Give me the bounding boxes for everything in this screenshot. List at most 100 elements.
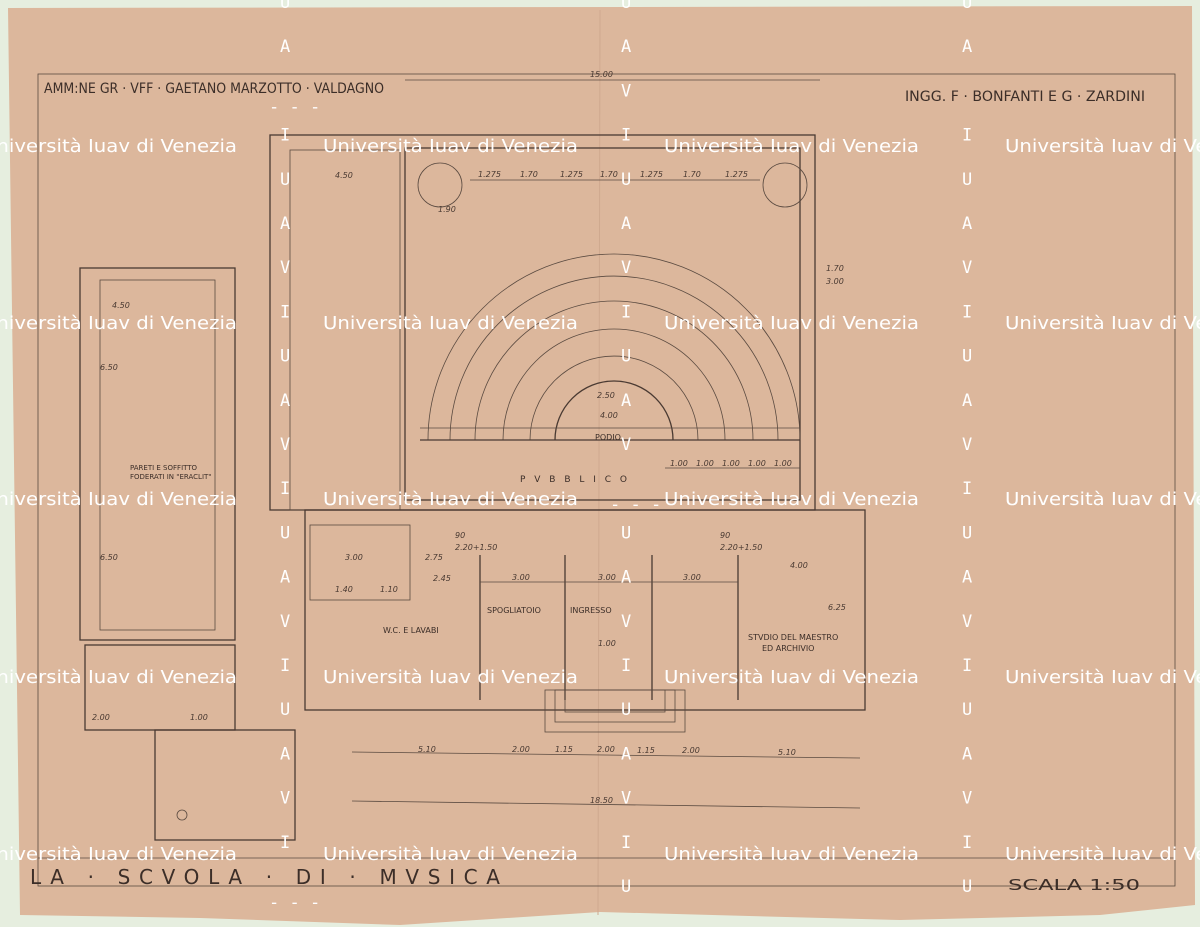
watermark-text: Università Iuav di Venezia: [664, 489, 919, 510]
watermark-letter: U: [962, 347, 972, 367]
watermark-letter: U: [280, 523, 290, 543]
watermark-letter: V: [962, 789, 972, 809]
watermark-letter: A: [962, 37, 972, 57]
watermark-text: Università Iuav di Venezia: [0, 844, 237, 865]
watermark-letter: U: [962, 700, 972, 720]
svg-text:1.275: 1.275: [560, 170, 583, 179]
room-label-public: P V B B L I C O: [520, 475, 630, 485]
dim-podium-width: 4.00: [600, 411, 618, 420]
watermark-letter: A: [280, 391, 290, 411]
corner-niche-left: [417, 162, 463, 208]
watermark-letter: U: [621, 0, 631, 13]
watermark-letter: A: [621, 391, 631, 411]
svg-text:1.70: 1.70: [826, 264, 844, 273]
seating-arcs: [420, 253, 801, 441]
dim-door-a-right: 90: [720, 531, 730, 540]
dim-lower-left-b: 1.00: [190, 713, 208, 722]
watermark-letter: U: [962, 523, 972, 543]
svg-text:1.70: 1.70: [683, 170, 701, 179]
watermark-text: Università Iuav di Venezia: [323, 136, 578, 157]
watermark-letter: A: [962, 744, 972, 764]
watermark-letter: A: [280, 214, 290, 234]
watermark-letter: A: [621, 744, 631, 764]
lower-wing: [304, 509, 866, 711]
watermark-letter: V: [962, 435, 972, 455]
svg-text:18.50: 18.50: [590, 796, 613, 805]
dim-wing-h2: 6.50: [100, 553, 118, 562]
dim-room-w2: 3.00: [512, 573, 530, 582]
svg-text:1.275: 1.275: [640, 170, 663, 179]
dim-podium-radius: 2.50: [597, 391, 615, 400]
watermark-letter: A: [280, 744, 290, 764]
watermark-letter: I: [621, 833, 631, 853]
watermark-text: Università Iuav di Venezia: [1005, 489, 1200, 510]
watermark-letter: V: [621, 258, 631, 278]
watermark-dash: - - -: [269, 97, 320, 117]
watermark-letter: V: [280, 789, 290, 809]
dim-room-w5: 4.00: [790, 561, 808, 570]
watermark-letter: V: [280, 258, 290, 278]
left-wing: [79, 267, 236, 641]
drain-icon: [176, 809, 188, 821]
watermark-letter: I: [280, 126, 290, 146]
watermark-letter: U: [621, 700, 631, 720]
watermark-letter: I: [280, 302, 290, 322]
watermark-letter: I: [280, 833, 290, 853]
auditorium-hall: [404, 147, 801, 501]
client-title: AMM:NE GR · VFF · GAETANO MARZOTTO · VAL…: [44, 81, 384, 97]
watermark-letter: V: [962, 258, 972, 278]
frame-border: [37, 73, 1176, 887]
watermark-letter: A: [962, 568, 972, 588]
dim-stair-b: 1.10: [380, 585, 398, 594]
left-wing-room: [99, 279, 216, 631]
walls-note-line2: FODERATI IN "ERACLIT": [130, 473, 212, 481]
watermark-letter: V: [621, 612, 631, 632]
watermark-letter: A: [280, 37, 290, 57]
watermark-letter: I: [962, 656, 972, 676]
dim-hall-offset: 1.90: [438, 205, 456, 214]
svg-text:1.70: 1.70: [520, 170, 538, 179]
dim-room-w3: 3.00: [598, 573, 616, 582]
dim-stair-c: 3.00: [345, 553, 363, 562]
dim-room-h: 6.25: [828, 603, 846, 612]
staircase: [309, 524, 411, 601]
dim-wing-width: 4.50: [112, 301, 130, 310]
watermark-letter: U: [280, 170, 290, 190]
watermark-dash: - - -: [269, 893, 320, 913]
watermark-letter: I: [962, 302, 972, 322]
bay-dimensions: 1.275 1.70 1.275 1.70 1.275 1.70 1.275: [470, 170, 760, 181]
svg-text:3.00: 3.00: [826, 277, 844, 286]
room-label-studio-2: ED ARCHIVIO: [762, 644, 814, 653]
watermark-text: Università Iuav di Venezia: [664, 313, 919, 334]
svg-text:2.00: 2.00: [682, 746, 700, 755]
watermark-text: Università Iuav di Venezia: [664, 667, 919, 688]
watermark-letter: A: [962, 214, 972, 234]
svg-text:1.00: 1.00: [748, 459, 766, 468]
svg-text:5.10: 5.10: [418, 745, 436, 754]
watermark-letter: A: [962, 391, 972, 411]
svg-text:1.70: 1.70: [600, 170, 618, 179]
dim-top-total: 15.00: [590, 70, 613, 79]
watermark-text: Università Iuav di Venezia: [664, 136, 919, 157]
dim-stair-d: 2.75: [425, 553, 443, 562]
watermark-letter: A: [280, 568, 290, 588]
watermark-letter: V: [280, 612, 290, 632]
watermark-letter: V: [621, 435, 631, 455]
watermark-letter: I: [280, 656, 290, 676]
watermark-text: Università Iuav di Venezia: [0, 313, 237, 334]
watermark-letter: U: [621, 170, 631, 190]
room-label-podium: PODIO: [595, 433, 621, 442]
walls-note-line1: PARETI E SOFFITTO: [130, 464, 198, 472]
room-label-studio-1: STVDIO DEL MAESTRO: [748, 633, 838, 642]
watermark-letter: U: [962, 877, 972, 897]
watermark-text: Università Iuav di Venezia: [323, 667, 578, 688]
svg-text:1.275: 1.275: [478, 170, 501, 179]
watermark-letter: U: [280, 700, 290, 720]
seat-step-dimensions: 1.00 1.00 1.00 1.00 1.00: [665, 459, 800, 469]
svg-text:5.10: 5.10: [778, 748, 796, 757]
watermark-letter: U: [621, 523, 631, 543]
dim-door-a-left: 90: [455, 531, 465, 540]
watermark-letter: V: [962, 612, 972, 632]
svg-text:1.275: 1.275: [725, 170, 748, 179]
